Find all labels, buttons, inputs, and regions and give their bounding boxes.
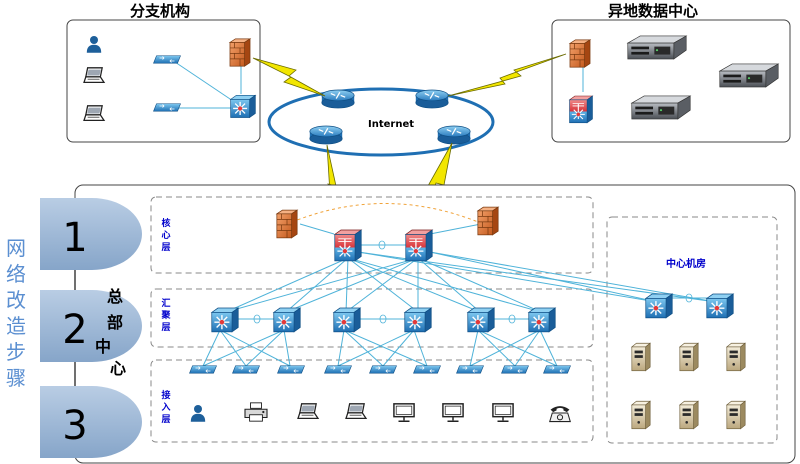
hq-label-char: 总: [107, 287, 123, 306]
core-layer-label: 核 心 层: [161, 217, 170, 253]
aggregation-switch-icon: [528, 307, 556, 333]
aggregation-switch-icon: [211, 307, 239, 333]
access-switch-icon: [543, 365, 571, 374]
side-caption: 网 络 改 造 步 骤: [6, 236, 26, 390]
access-layer-box: [150, 359, 594, 443]
layer-label-char: 入: [160, 402, 170, 413]
layer-label-char: 心: [161, 230, 170, 241]
aggregation-switch-icon: [404, 307, 432, 333]
datacenter-room-label: 中心机房: [666, 257, 706, 270]
branch-laptop-icon: [83, 67, 105, 84]
internet-label: Internet: [368, 119, 414, 130]
access-switch-icon: [189, 365, 217, 374]
hq-firewall-icon: [477, 206, 499, 236]
branch-office-panel: [66, 19, 261, 143]
hq-firewall-icon: [276, 209, 298, 239]
access-switch-icon: [456, 365, 484, 374]
step-badge-2: 2: [40, 290, 142, 362]
side-caption-char: 骤: [6, 366, 26, 390]
datacenter-switch-icon: [645, 293, 673, 319]
server-tower-icon: [631, 342, 651, 372]
core-switch-icon: [334, 229, 362, 262]
access-switch-icon: [277, 365, 305, 374]
branch-access-switch-icon: [153, 55, 181, 64]
aggregation-layer-box: [150, 288, 594, 348]
internet-router-icon: [437, 125, 471, 145]
access-switch-icon: [232, 365, 260, 374]
access-switch-icon: [324, 365, 352, 374]
wan-link-remote: [447, 53, 567, 97]
remote-core-switch-icon: [568, 95, 594, 124]
laptop-icon: [345, 403, 367, 420]
layer-label-char: 汇: [161, 297, 170, 309]
branch-firewall-icon: [229, 38, 251, 67]
access-layer-label: 接 入 层: [160, 389, 170, 425]
remote-rack-server-icon: [719, 63, 779, 88]
step-badge-1: 1: [40, 198, 142, 270]
side-caption-char: 造: [6, 314, 26, 338]
wan-link-branch: [252, 57, 326, 97]
aggregation-switch-icon: [467, 307, 495, 333]
side-caption-char: 步: [6, 340, 26, 364]
access-switch-icon: [369, 365, 397, 374]
server-tower-icon: [726, 400, 746, 430]
laptop-icon: [297, 403, 319, 420]
layer-label-char: 核: [161, 217, 170, 229]
hq-label: 总 部 中 心: [95, 287, 126, 378]
branch-laptop-icon: [83, 105, 105, 122]
server-tower-icon: [679, 400, 699, 430]
aggregation-switch-icon: [333, 307, 361, 333]
step-number: 1: [62, 215, 87, 261]
internet-router-icon: [415, 89, 449, 109]
remote-rack-server-icon: [627, 35, 687, 60]
step-badge-3: 3: [40, 386, 142, 458]
datacenter-room-box: [606, 216, 778, 444]
layer-label-char: 聚: [160, 310, 171, 321]
layer-label-char: 层: [161, 414, 170, 425]
hq-label-char: 中: [95, 337, 111, 356]
aggregation-layer-label: 汇 聚 层: [160, 297, 171, 333]
aggregation-switch-icon: [273, 307, 301, 333]
layer-label-char: 层: [161, 242, 170, 253]
access-switch-icon: [413, 365, 441, 374]
step-number: 3: [62, 403, 87, 449]
layer-label-char: 接: [161, 389, 170, 401]
core-layer-box: [150, 196, 594, 274]
datacenter-switch-icon: [706, 293, 734, 319]
internet-router-icon: [321, 89, 355, 109]
branch-office-title: 分支机构: [130, 2, 190, 20]
access-switch-icon: [501, 365, 529, 374]
layer-label-char: 层: [161, 322, 170, 333]
remote-firewall-icon: [569, 39, 591, 68]
hq-label-char: 部: [107, 313, 123, 332]
side-caption-char: 改: [6, 288, 26, 312]
server-tower-icon: [631, 400, 651, 430]
step-number: 2: [62, 307, 87, 353]
branch-access-switch-icon: [153, 103, 181, 112]
remote-rack-server-icon: [631, 95, 691, 120]
core-switch-icon: [405, 229, 433, 262]
internet-router-icon: [309, 125, 343, 145]
server-tower-icon: [679, 342, 699, 372]
side-caption-char: 网: [6, 236, 26, 260]
branch-l3-switch-icon: [229, 94, 257, 119]
remote-datacenter-panel: [551, 19, 791, 143]
hq-label-char: 心: [110, 359, 126, 378]
server-tower-icon: [726, 342, 746, 372]
remote-datacenter-title: 异地数据中心: [608, 2, 698, 20]
side-caption-char: 络: [6, 262, 26, 286]
